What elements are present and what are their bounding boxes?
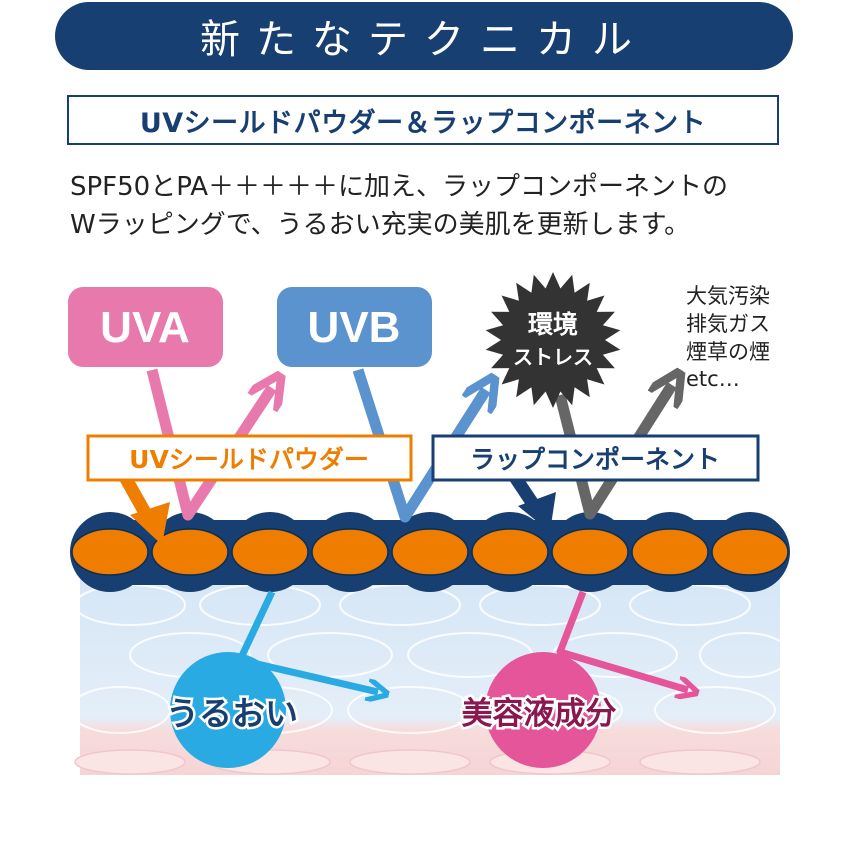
- subtitle-box: UVシールドパウダー＆ラップコンポーネント: [67, 95, 779, 145]
- pollution-item-3: 煙草の煙: [686, 340, 770, 364]
- uv-shield-powder-label: UVシールドパウダー: [129, 445, 369, 474]
- description: SPF50とPA＋＋＋＋＋に加え、ラップコンポーネントの Wラッピングで、うるお…: [70, 168, 830, 244]
- env-stress-label-1: 環境: [528, 310, 578, 339]
- uv-shield-powder-particles: [71, 528, 789, 576]
- uva-badge: UVA: [68, 287, 223, 367]
- wrap-component-layer: [70, 512, 790, 592]
- essence-arrow: [556, 590, 688, 690]
- uv-shield-pointer-arrow: [119, 473, 170, 545]
- description-line-1: SPF50とPA＋＋＋＋＋に加え、ラップコンポーネントの: [70, 172, 729, 202]
- wrap-component-tag: ラップコンポーネント: [431, 434, 760, 482]
- subtitle-text: UVシールドパウダー＆ラップコンポーネント: [139, 107, 707, 139]
- environmental-stress-badge: 環境 ストレス: [485, 272, 621, 408]
- uv-shield-powder-tag: UVシールドパウダー: [86, 434, 413, 482]
- env-stress-label-2: ストレス: [513, 345, 593, 369]
- page-title: 新たなテクニカル: [200, 17, 648, 63]
- pollution-item-1: 大気汚染: [686, 284, 770, 308]
- title-banner: 新たなテクニカル: [55, 2, 793, 70]
- uvb-badge: UVB: [277, 287, 432, 367]
- essence-badge: 美容液成分: [459, 652, 619, 768]
- pollution-item-2: 排気ガス: [686, 312, 770, 336]
- uva-label: UVA: [100, 303, 190, 352]
- description-line-2: Wラッピングで、うるおい充実の美肌を更新します。: [70, 210, 691, 240]
- moisture-label: うるおい: [166, 694, 298, 733]
- pollution-list: 大気汚染 排気ガス 煙草の煙 etc…: [686, 284, 770, 391]
- moisture-badge: うるおい: [164, 652, 301, 768]
- uvb-arrow: [352, 370, 486, 523]
- wrap-component-label: ラップコンポーネント: [470, 445, 720, 474]
- pollution-item-4: etc…: [686, 367, 740, 391]
- uva-arrow: [146, 370, 272, 521]
- skin-layer: [69, 570, 791, 775]
- uvb-label: UVB: [308, 303, 401, 352]
- essence-label: 美容液成分: [462, 696, 617, 732]
- wrap-component-pointer-arrow: [509, 473, 556, 532]
